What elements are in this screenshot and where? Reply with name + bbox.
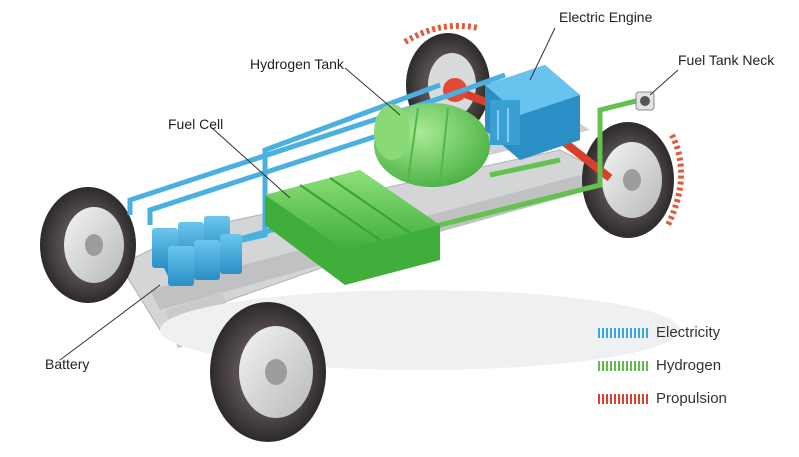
wheel-front-left bbox=[210, 302, 326, 442]
legend-swatches bbox=[598, 328, 650, 404]
legend-hydrogen: Hydrogen bbox=[656, 357, 722, 374]
label-hydrogen-tank: Hydrogen Tank bbox=[250, 56, 344, 72]
label-fuel-tank-neck: Fuel Tank Neck bbox=[678, 52, 775, 68]
hydrogen-tank bbox=[374, 103, 490, 187]
fuel-cell bbox=[265, 170, 440, 285]
electric-engine bbox=[485, 65, 580, 160]
label-leaders bbox=[59, 27, 679, 361]
label-fuel-cell: Fuel Cell bbox=[168, 116, 224, 132]
fuel-tank-neck bbox=[635, 91, 655, 111]
label-electric-engine: Electric Engine bbox=[559, 9, 653, 25]
label-battery: Battery bbox=[45, 356, 90, 372]
propulsion-arcs bbox=[403, 22, 684, 227]
wheel-front-right bbox=[582, 122, 674, 238]
wheel-rear-left bbox=[40, 187, 136, 303]
hydrogen-lines bbox=[419, 97, 641, 233]
legend-electricity: Electricity bbox=[656, 324, 721, 341]
legend-propulsion: Propulsion bbox=[656, 390, 727, 407]
battery bbox=[152, 216, 242, 286]
